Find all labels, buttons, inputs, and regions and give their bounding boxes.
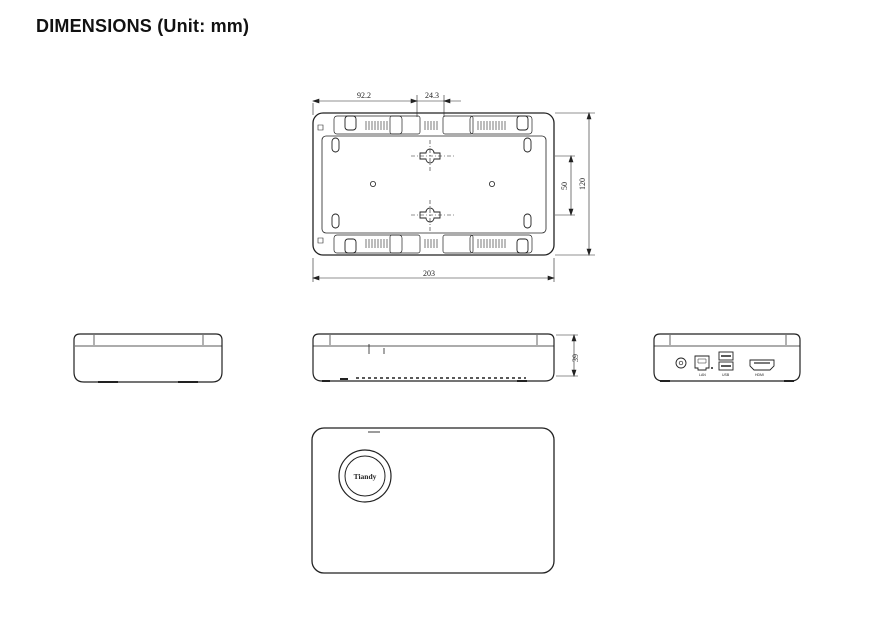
front-view: [312, 333, 555, 382]
bottom-view: [312, 112, 555, 256]
hdmi-port-icon: [749, 359, 775, 371]
rear-view: [653, 333, 801, 382]
dim-120: 120: [578, 178, 587, 190]
hdmi-port-label: HDMI: [755, 373, 764, 377]
dc-jack-icon: [675, 357, 687, 369]
brand-logo-text: Tiandy: [354, 472, 377, 481]
lan-port-label: LAN: [699, 373, 706, 377]
top-view: [311, 427, 555, 574]
usb-port-icon: [718, 351, 734, 361]
page-title: DIMENSIONS (Unit: mm): [36, 16, 250, 36]
dim-39: 39: [571, 354, 580, 362]
logo-badge: [338, 449, 392, 503]
dim-203: 203: [423, 269, 435, 278]
dim-50: 50: [560, 182, 569, 190]
dim-92-2: 92.2: [357, 91, 371, 100]
dimension-lines: [312, 95, 595, 377]
usb-port-label: USB: [722, 373, 730, 377]
left-side-view: [73, 333, 223, 383]
lan-port-icon: [694, 355, 710, 371]
dim-24-3: 24.3: [425, 91, 439, 100]
